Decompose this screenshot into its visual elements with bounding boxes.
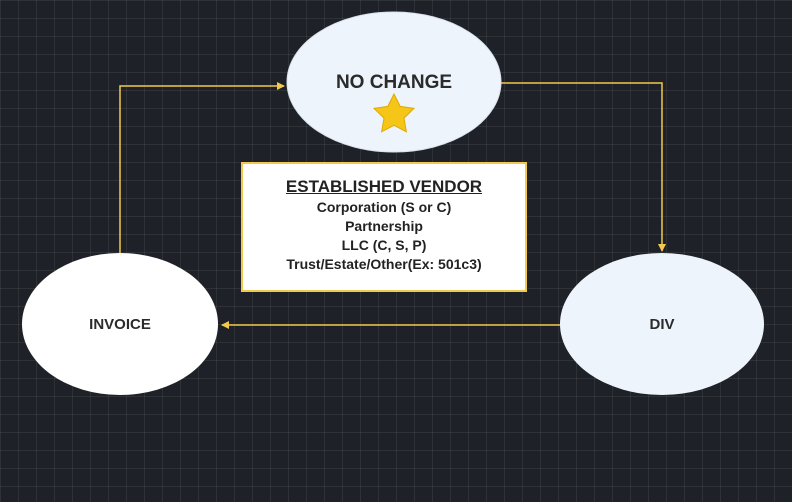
connector-no-change-to-div <box>500 82 666 252</box>
vendor-box-title: ESTABLISHED VENDOR <box>285 177 483 196</box>
vendor-type-llc: LLC (C, S, P) <box>341 237 427 253</box>
node-invoice-label: INVOICE <box>89 316 151 333</box>
connector-invoice-to-no-change <box>119 82 285 253</box>
node-div-label: DIV <box>649 316 674 333</box>
node-no-change[interactable]: NO CHANGE <box>286 11 502 153</box>
vendor-type-trust-estate-other: Trust/Estate/Other(Ex: 501c3) <box>286 256 482 272</box>
node-div[interactable]: DIV <box>560 253 764 395</box>
node-invoice[interactable]: INVOICE <box>22 253 218 395</box>
node-no-change-label: NO CHANGE <box>336 72 452 93</box>
established-vendor-box: ESTABLISHED VENDOR Corporation (S or C) … <box>241 162 527 292</box>
star-icon <box>372 92 416 133</box>
vendor-type-corporation: Corporation (S or C) <box>316 199 452 215</box>
vendor-type-partnership: Partnership <box>345 218 423 234</box>
